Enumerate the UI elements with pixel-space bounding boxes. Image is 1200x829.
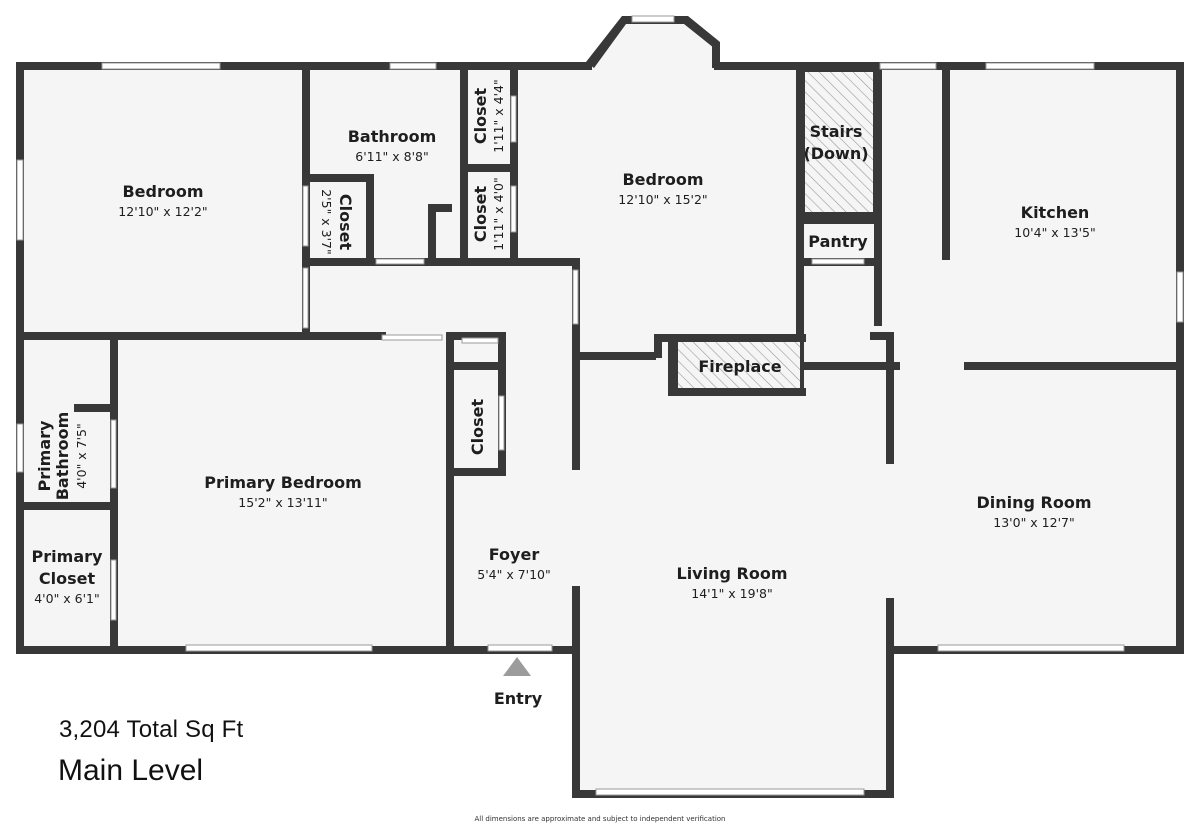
- room-fireplace: Fireplace: [698, 357, 781, 376]
- room-name: Closet: [471, 186, 490, 243]
- door-opening: [302, 267, 309, 329]
- room-dining-room: Dining Room 13'0" x 12'7": [976, 493, 1091, 530]
- room-dimensions: 4'0" x 6'1": [34, 591, 100, 606]
- windows: [16, 15, 1184, 796]
- room-primary-bedroom: Primary Bedroom 15'2" x 13'11": [204, 473, 362, 510]
- room-name-line2: (Down): [803, 144, 868, 163]
- window: [389, 62, 437, 70]
- room-name-line2: Closet: [39, 569, 96, 588]
- room-name: Bathroom: [348, 127, 437, 146]
- room-dimensions: 15'2" x 13'11": [238, 495, 327, 510]
- room-bedroom-center: Bedroom 12'10" x 15'2": [618, 170, 707, 207]
- room-closet-top2: Closet 1'11" x 4'0": [471, 177, 506, 250]
- window: [985, 62, 1095, 70]
- window: [595, 788, 865, 796]
- total-area: 3,204 Total Sq Ft: [59, 716, 244, 743]
- room-name: Closet: [336, 194, 355, 251]
- room-name: Primary Bedroom: [204, 473, 362, 492]
- window: [631, 15, 675, 23]
- entry-door: [487, 644, 553, 652]
- floor-area: [18, 18, 1180, 794]
- door-opening: [572, 269, 579, 325]
- room-dimensions: 12'10" x 15'2": [618, 192, 707, 207]
- entry-arrow-icon: [503, 657, 531, 676]
- door-opening: [510, 185, 517, 233]
- room-name: Living Room: [677, 564, 788, 583]
- room-dimensions: 14'1" x 19'8": [691, 586, 772, 601]
- room-name: Dining Room: [976, 493, 1091, 512]
- room-name: Foyer: [489, 545, 540, 564]
- level-title: Main Level: [58, 754, 204, 787]
- room-dimensions: 1'11" x 4'0": [491, 177, 506, 250]
- room-name: Pantry: [808, 232, 868, 251]
- room-dimensions: 10'4" x 13'5": [1014, 225, 1095, 240]
- stairs-hatch: [801, 68, 877, 216]
- window: [381, 334, 443, 341]
- door-opening: [510, 95, 517, 143]
- room-dimensions: 4'0" x 7'5": [74, 423, 89, 489]
- room-name: Fireplace: [698, 357, 781, 376]
- room-dimensions: 12'10" x 12'2": [118, 204, 207, 219]
- disclaimer: All dimensions are approximate and subje…: [474, 815, 726, 823]
- room-name: Closet: [471, 88, 490, 145]
- entry-label: Entry: [494, 689, 543, 708]
- door-opening: [302, 185, 309, 247]
- door-opening: [461, 337, 499, 344]
- room-primary-closet: Primary Closet 4'0" x 6'1": [32, 547, 103, 606]
- room-name-line2: Bathroom: [53, 412, 72, 501]
- room-dimensions: 6'11" x 8'8": [355, 149, 428, 164]
- room-primary-bathroom: Primary Bathroom 4'0" x 7'5": [35, 412, 89, 501]
- window: [16, 423, 24, 473]
- room-closet-bath: Closet 2'5" x 3'7": [319, 189, 355, 255]
- room-living-room: Living Room 14'1" x 19'8": [677, 564, 788, 601]
- room-kitchen: Kitchen 10'4" x 13'5": [1014, 203, 1095, 240]
- room-name-line1: Primary: [35, 420, 54, 491]
- room-stairs: Stairs (Down): [803, 122, 868, 163]
- window: [879, 62, 937, 70]
- room-bathroom: Bathroom 6'11" x 8'8": [348, 127, 437, 164]
- room-closet-top1: Closet 1'11" x 4'4": [471, 79, 506, 152]
- room-name-line1: Stairs: [810, 122, 863, 141]
- door-opening: [110, 419, 117, 489]
- room-name: Closet: [468, 399, 487, 456]
- room-dimensions: 13'0" x 12'7": [993, 515, 1074, 530]
- room-dimensions: 1'11" x 4'4": [491, 79, 506, 152]
- door-opening: [498, 395, 505, 451]
- room-dimensions: 5'4" x 7'10": [477, 567, 550, 582]
- door-opening: [375, 258, 425, 265]
- room-name-line1: Primary: [32, 547, 103, 566]
- window: [101, 62, 221, 70]
- window: [185, 644, 373, 652]
- room-dimensions: 2'5" x 3'7": [319, 189, 334, 255]
- window: [16, 159, 24, 241]
- room-name: Bedroom: [122, 182, 203, 201]
- door-opening: [110, 559, 117, 621]
- room-name: Kitchen: [1021, 203, 1090, 222]
- room-pantry: Pantry: [808, 232, 868, 251]
- room-foyer: Foyer 5'4" x 7'10": [477, 545, 550, 582]
- door-opening: [811, 258, 865, 265]
- window: [1176, 271, 1184, 323]
- room-bedroom-left: Bedroom 12'10" x 12'2": [118, 182, 207, 219]
- window: [937, 644, 1125, 652]
- room-name: Bedroom: [622, 170, 703, 189]
- room-closet-foyer: Closet: [468, 399, 487, 456]
